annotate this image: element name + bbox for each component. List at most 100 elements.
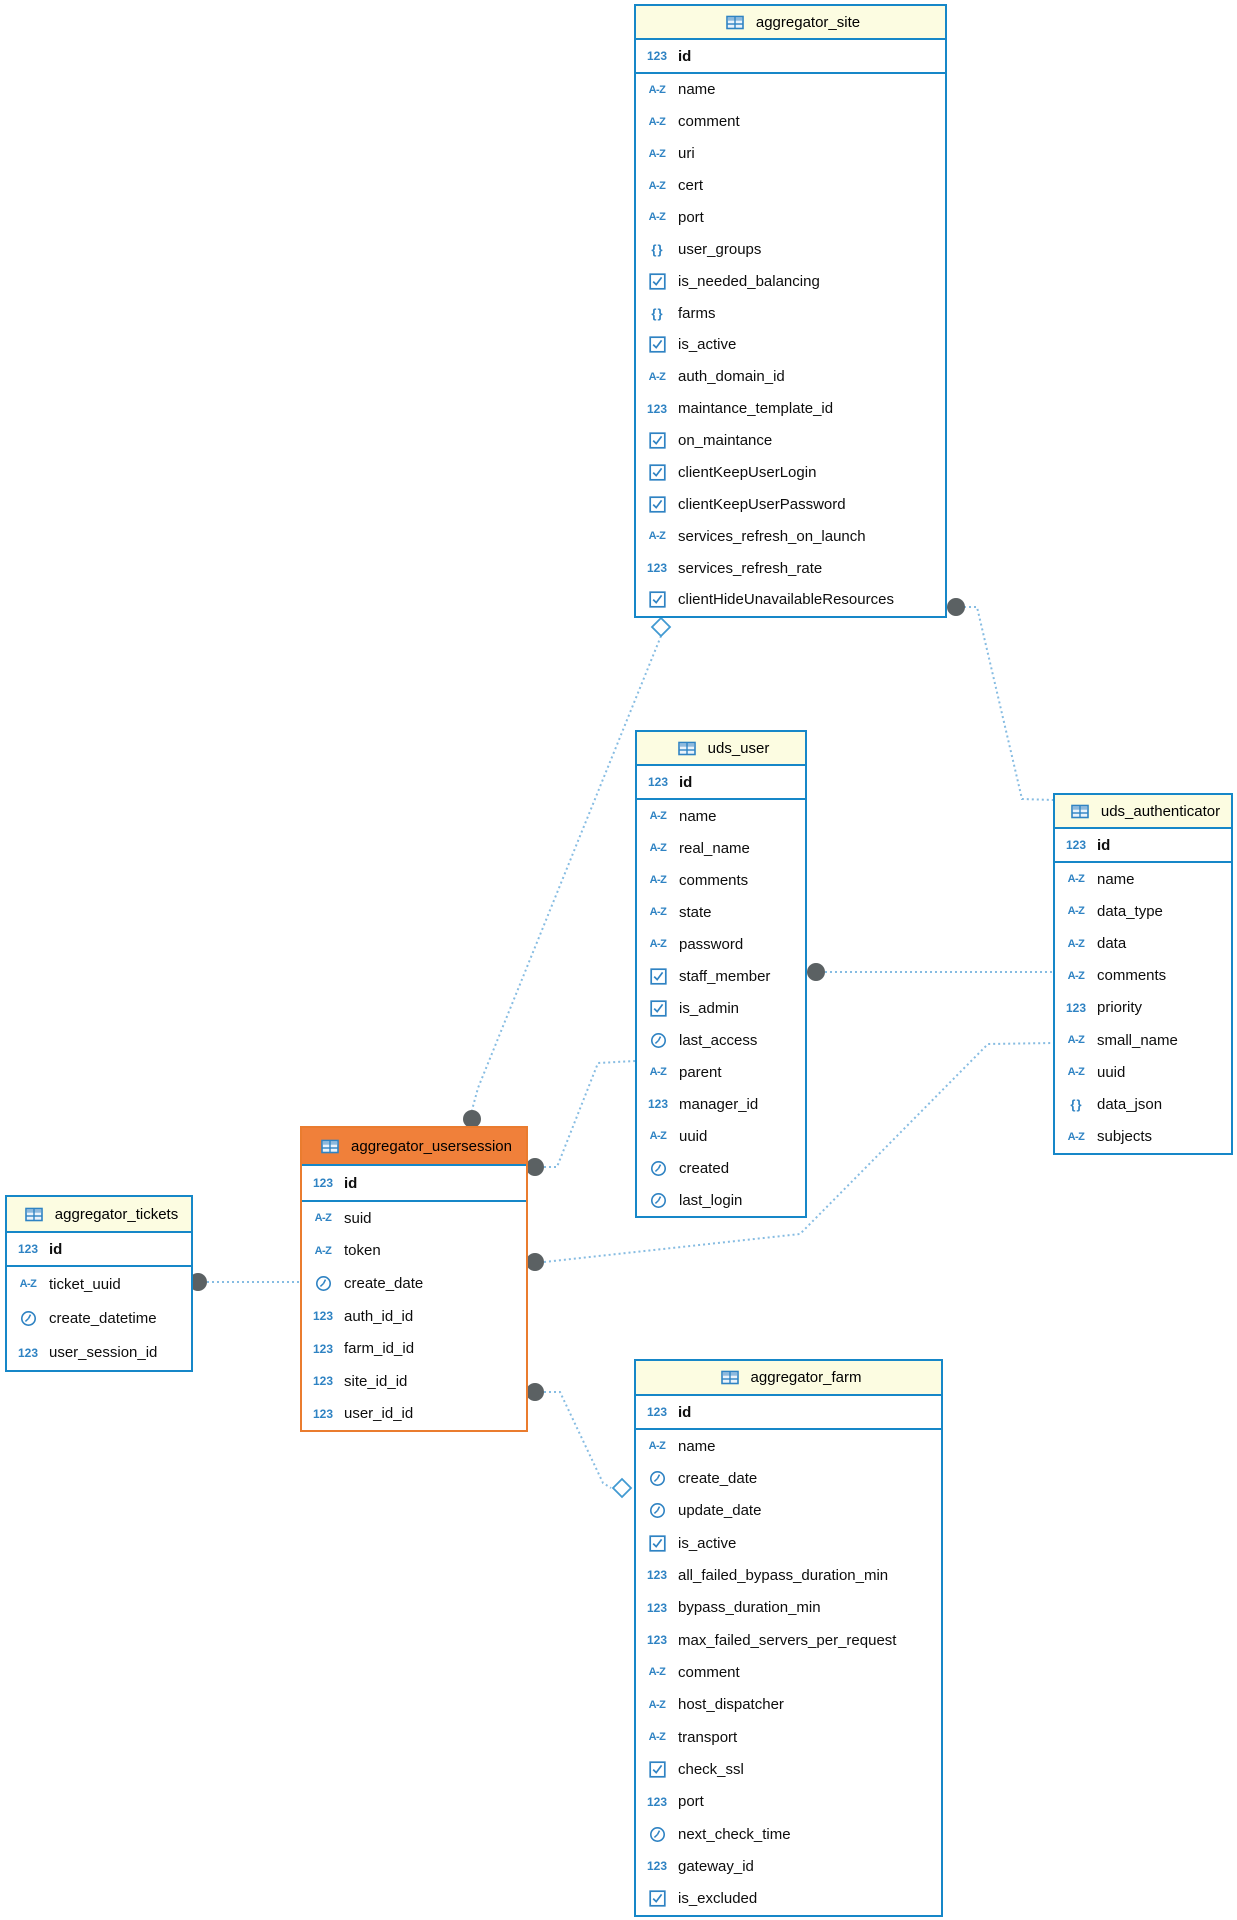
entity-header-aggregator_farm[interactable]: aggregator_farm [636,1361,941,1396]
field-label: all_failed_bypass_duration_min [678,1566,889,1584]
field-row-clientKeepUserLogin[interactable]: clientKeepUserLogin [636,457,945,489]
field-row-created[interactable]: created [637,1152,805,1184]
table-icon [716,1370,744,1385]
field-row-is_admin[interactable]: is_admin [637,992,805,1024]
entity-header-uds_authenticator[interactable]: uds_authenticator [1055,795,1231,829]
field-row-user_groups[interactable]: { }user_groups [636,233,945,265]
entity-header-aggregator_site[interactable]: aggregator_site [636,6,945,40]
field-row-clientKeepUserPassword[interactable]: clientKeepUserPassword [636,488,945,520]
field-row-create_date[interactable]: create_date [636,1462,941,1494]
datetime-icon [644,1192,672,1209]
field-row-data_json[interactable]: { }data_json [1055,1089,1231,1121]
field-row-on_maintance[interactable]: on_maintance [636,425,945,457]
field-row-update_date[interactable]: update_date [636,1495,941,1527]
connector-dot[interactable] [526,1253,544,1271]
field-row-staff_member[interactable]: staff_member [637,960,805,992]
connector-line-usersession-authenticator[interactable] [543,1042,1054,1263]
connector-diamond[interactable] [650,616,672,638]
field-row-clientHideUnavailableResources[interactable]: clientHideUnavailableResources [636,584,945,616]
field-row-check_ssl[interactable]: check_ssl [636,1753,941,1785]
connector-line-site-authenticator[interactable] [964,606,1054,801]
connector-dot[interactable] [947,598,965,616]
field-row-last_access[interactable]: last_access [637,1024,805,1056]
entity-header-aggregator_usersession[interactable]: aggregator_usersession [302,1128,526,1166]
connector-dot[interactable] [526,1383,544,1401]
connector-dot[interactable] [189,1273,207,1291]
entity-header-aggregator_tickets[interactable]: aggregator_tickets [7,1197,191,1233]
field-row-last_login[interactable]: last_login [637,1184,805,1216]
field-row-farms[interactable]: { }farms [636,297,945,329]
field-row-next_check_time[interactable]: next_check_time [636,1818,941,1850]
entity-header-uds_user[interactable]: uds_user [637,732,805,766]
connector-line-usersession-farm[interactable] [544,1391,612,1489]
field-row-is_active[interactable]: is_active [636,1527,941,1559]
field-row-create_date[interactable]: create_date [302,1267,526,1300]
connector-line-usersession-user[interactable] [544,1060,636,1168]
field-row-is_active[interactable]: is_active [636,329,945,361]
field-row-is_excluded[interactable]: is_excluded [636,1883,941,1915]
field-row-is_needed_balancing[interactable]: is_needed_balancing [636,265,945,297]
connector-dot[interactable] [807,963,825,981]
connector-dot[interactable] [463,1110,481,1128]
connector-dot[interactable] [526,1158,544,1176]
field-row-create_datetime[interactable]: create_datetime [7,1301,191,1335]
connector-line-site-usersession[interactable] [471,635,662,1111]
connector-diamond[interactable] [611,1477,633,1499]
